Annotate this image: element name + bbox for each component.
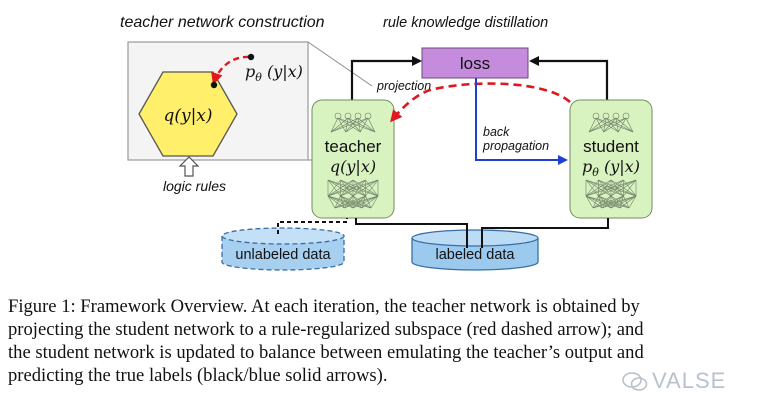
- teacher-distribution: q(y|x): [330, 157, 376, 176]
- caption-line-2: projecting the student network to a rule…: [8, 319, 644, 340]
- projection-label: projection: [376, 79, 431, 93]
- q-point: [210, 81, 218, 89]
- watermark-text: VALSE: [652, 368, 727, 393]
- loss-box: [421, 47, 529, 79]
- neural-net-decoration: [327, 112, 637, 209]
- red-dashed-arc-small: [211, 55, 250, 85]
- logic-rules-arrow: [178, 156, 200, 177]
- red-dashed-projection-arrow: [390, 82, 571, 123]
- caption-line-1: Figure 1: Framework Overview. At each it…: [8, 296, 640, 317]
- labeled-to-teacher-link: [355, 218, 468, 248]
- loss-label: loss: [460, 54, 490, 73]
- hexagon-label: q(y|x): [163, 106, 212, 126]
- watermark: VALSE: [622, 368, 762, 396]
- back-propagation-label-2: propagation: [482, 139, 549, 153]
- labeled-data-label: labeled data: [435, 247, 515, 263]
- figure-caption: Figure 1: Framework Overview. At each it…: [8, 295, 760, 387]
- unlabeled-data-cylinder: [221, 227, 345, 271]
- caption-line-4: predicting the true labels (black/blue s…: [8, 365, 388, 386]
- framework-diagram: teacher network construction rule knowle…: [120, 14, 653, 271]
- section-title-rule-distillation: rule knowledge distillation: [383, 15, 548, 31]
- logic-rules-label: logic rules: [163, 178, 226, 194]
- p-theta-point: [247, 53, 255, 61]
- labeled-to-student-link: [481, 218, 609, 248]
- teacher-name: teacher: [325, 137, 382, 156]
- unlabeled-data-label: unlabeled data: [235, 247, 331, 263]
- p-theta-label: pθ (y|x): [245, 62, 303, 84]
- back-propagation-label-1: back: [483, 125, 510, 139]
- student-distribution: pθ (y|x): [582, 157, 640, 179]
- student-name: student: [583, 137, 639, 156]
- projection-line-top: [307, 41, 373, 87]
- student-to-loss-arrow: [529, 56, 609, 100]
- chat-bubble-icon: [622, 372, 648, 391]
- labeled-data-cylinder: [411, 229, 539, 271]
- section-title-teacher-construction: teacher network construction: [120, 14, 325, 31]
- caption-line-3: the student network is updated to balanc…: [8, 342, 644, 363]
- back-propagation-arrow: [475, 78, 568, 165]
- teacher-to-loss-arrow: [350, 56, 422, 100]
